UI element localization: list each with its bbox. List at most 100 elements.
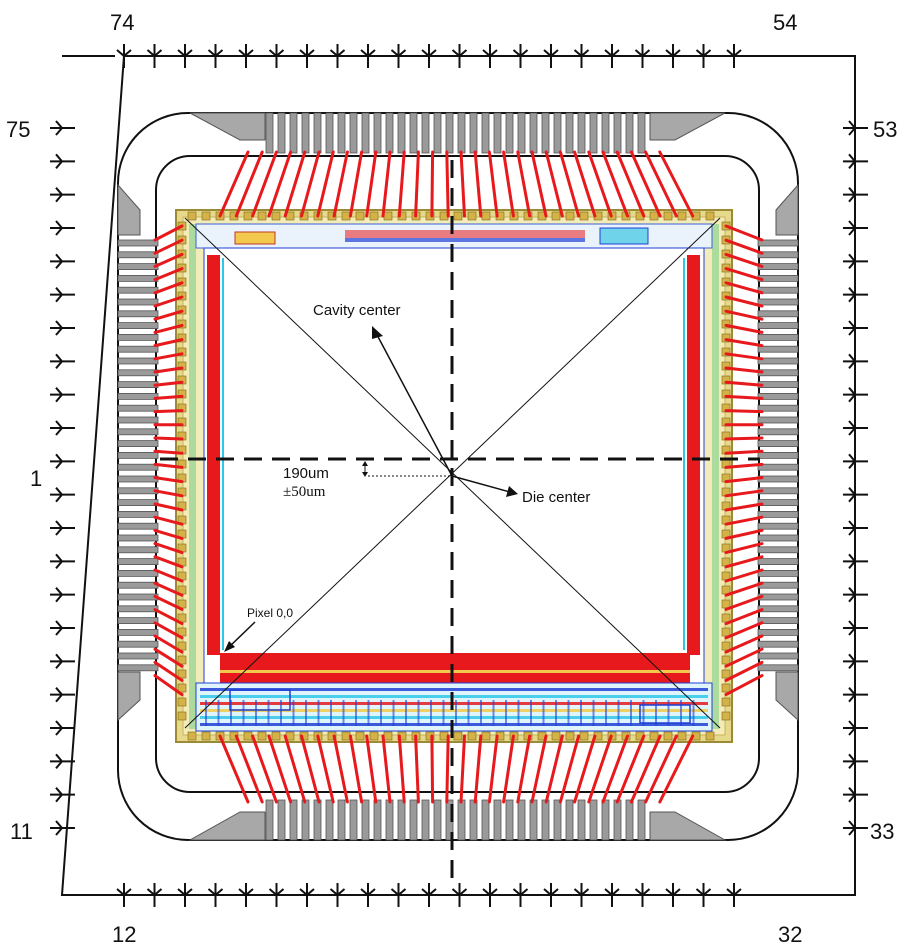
bond-wire bbox=[316, 734, 335, 804]
pin-tick bbox=[360, 883, 376, 907]
lead-finger bbox=[577, 799, 586, 841]
pin-tick bbox=[50, 287, 75, 303]
label-offset-tolerance: ±50um bbox=[283, 484, 326, 500]
circuit-trace bbox=[480, 700, 482, 726]
lead-finger bbox=[421, 799, 430, 841]
lead-finger bbox=[277, 799, 286, 841]
lead-finger bbox=[757, 640, 799, 648]
pin-tick bbox=[482, 883, 498, 907]
pin-tick bbox=[482, 44, 498, 68]
lead-finger bbox=[337, 799, 346, 841]
bond-wire bbox=[300, 150, 321, 218]
bond-pad bbox=[663, 731, 673, 741]
pin-tick bbox=[695, 44, 712, 68]
lead-finger bbox=[529, 799, 538, 841]
lead-finger bbox=[117, 428, 159, 436]
pin-tick bbox=[116, 44, 132, 68]
bond-wire bbox=[348, 150, 364, 218]
bond-wire bbox=[153, 295, 184, 308]
bond-pad bbox=[177, 333, 187, 343]
pin-tick bbox=[843, 720, 868, 736]
lead-finger bbox=[117, 534, 159, 542]
pin-tick bbox=[50, 320, 75, 336]
bond-wire bbox=[153, 594, 184, 611]
lead-finger bbox=[373, 112, 382, 154]
circuit-trace bbox=[555, 700, 557, 726]
bond-pad bbox=[677, 211, 687, 221]
pin-tick bbox=[268, 883, 285, 907]
bond-pad bbox=[177, 389, 187, 399]
bond-wire bbox=[365, 734, 378, 804]
bond-wire bbox=[724, 224, 764, 242]
bond-pad bbox=[383, 211, 393, 221]
circuit-trace bbox=[492, 700, 495, 726]
circuit-trace bbox=[430, 700, 432, 726]
lead-finger bbox=[349, 112, 358, 154]
lead-finger bbox=[505, 112, 514, 154]
lead-finger bbox=[565, 112, 574, 154]
bond-wire bbox=[724, 515, 764, 526]
bond-wire bbox=[153, 224, 184, 242]
bond-pad bbox=[721, 711, 731, 721]
bond-wire bbox=[573, 734, 597, 804]
lead-finger bbox=[385, 799, 394, 841]
bond-wire bbox=[724, 674, 764, 697]
lead-finger bbox=[613, 799, 622, 841]
lead-finger bbox=[373, 799, 382, 841]
pin-tick bbox=[843, 820, 868, 836]
lead-finger bbox=[117, 510, 159, 518]
pin-tick bbox=[843, 620, 868, 636]
pin-tick bbox=[50, 487, 75, 503]
lead-finger bbox=[361, 112, 370, 154]
bond-wire bbox=[601, 734, 629, 804]
bond-pad bbox=[551, 731, 561, 741]
pin-ticks-top bbox=[116, 44, 742, 68]
circuit-trace bbox=[630, 700, 632, 726]
lead-finger bbox=[601, 112, 610, 154]
circuit-trace bbox=[230, 700, 232, 726]
bond-wire bbox=[544, 150, 564, 218]
bond-pad bbox=[355, 731, 365, 741]
pixel-array-left-edge bbox=[207, 255, 220, 655]
pin-tick bbox=[207, 44, 224, 68]
bond-wire bbox=[530, 150, 548, 218]
circuit-trace bbox=[255, 700, 257, 726]
bond-wire bbox=[724, 621, 764, 640]
pin-label-left-top: 75 bbox=[6, 117, 30, 142]
bond-wire bbox=[724, 366, 764, 374]
bond-wire bbox=[153, 380, 184, 387]
bond-pad bbox=[579, 211, 589, 221]
lead-finger bbox=[493, 799, 502, 841]
circuit-trace bbox=[567, 700, 570, 726]
lead-finger bbox=[301, 799, 310, 841]
bond-wire bbox=[153, 621, 184, 640]
bond-wire bbox=[153, 309, 184, 321]
bond-wire bbox=[601, 150, 629, 218]
bond-wire bbox=[615, 734, 646, 804]
circuit-trace bbox=[692, 700, 695, 726]
circuit-trace bbox=[317, 700, 320, 726]
circuit-trace bbox=[200, 688, 708, 691]
bond-pad bbox=[705, 211, 715, 221]
bond-wire bbox=[153, 476, 184, 484]
bond-wire bbox=[414, 734, 420, 804]
pin-tick bbox=[843, 220, 868, 236]
lead-finger bbox=[625, 112, 634, 154]
pin-tick bbox=[299, 44, 315, 68]
bond-wire bbox=[153, 555, 184, 569]
bond-wire bbox=[251, 734, 278, 804]
lead-finger bbox=[637, 799, 646, 841]
lead-finger bbox=[469, 112, 478, 154]
lead-finger bbox=[553, 112, 562, 154]
bond-wire bbox=[153, 489, 184, 498]
lead-finger bbox=[117, 499, 159, 507]
bond-wire bbox=[558, 150, 581, 218]
lead-finger bbox=[757, 522, 799, 530]
lead-finger bbox=[313, 799, 322, 841]
lead-finger bbox=[385, 112, 394, 154]
pin-tick bbox=[50, 687, 75, 703]
bond-wire bbox=[153, 409, 184, 414]
bond-pad bbox=[425, 211, 435, 221]
bond-wire bbox=[316, 150, 335, 218]
pin-tick bbox=[843, 253, 868, 269]
